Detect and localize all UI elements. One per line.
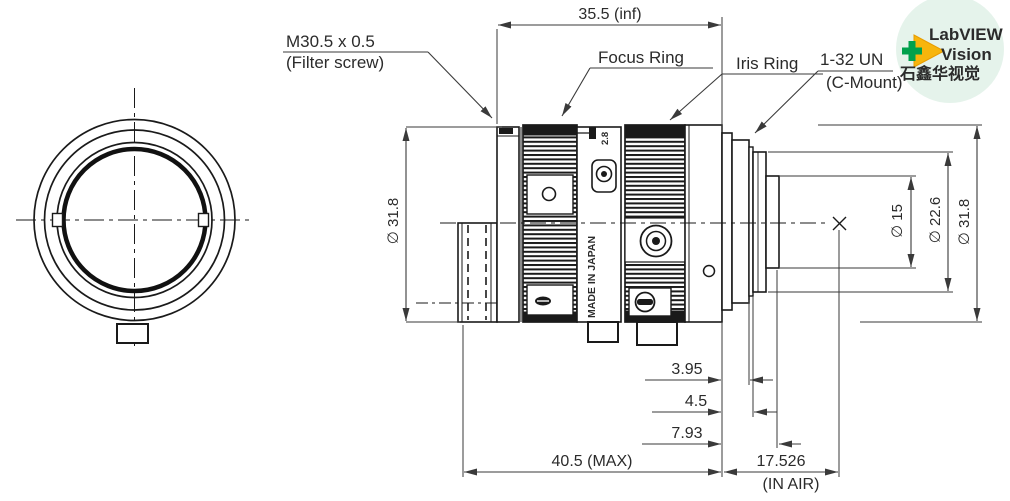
filter-screw-ring [496, 126, 522, 323]
label-filter-screw-spec: M30.5 x 0.5 [286, 32, 375, 51]
iris-ring-tab [636, 321, 678, 346]
dim-front-diameter: ∅ 31.8 [385, 198, 402, 244]
label-mount-name: (C-Mount) [826, 73, 903, 92]
rear-element-tube [765, 175, 780, 269]
label-mount-spec: 1-32 UN [820, 50, 883, 69]
image-plane-x-mark [832, 216, 847, 231]
focus-ring-screw [541, 186, 557, 202]
dim-flange-step1: 3.95 [671, 361, 702, 378]
dim-rear-inner-diameter: ∅ 15 [889, 204, 906, 238]
body-markings: 2.8 MADE IN JAPAN [586, 132, 611, 318]
logo-chinese-text: 石鑫华视觉 [899, 64, 980, 83]
front-ring-circle [43, 129, 226, 311]
logo: LabVIEW Vision 石鑫华视觉 [896, 0, 1004, 103]
dim-flange-focal-note: (IN AIR) [763, 476, 820, 493]
dimension-lines [402, 21, 981, 476]
index-barrel-tab [587, 321, 619, 343]
front-outer-circle [33, 118, 236, 322]
logo-circle-background [896, 0, 1004, 103]
front-left-index-tab [51, 212, 64, 228]
label-iris-ring: Iris Ring [736, 54, 798, 73]
barrel-marking-text: MADE IN JAPAN [586, 236, 598, 318]
dim-rear-mid-diameter: ∅ 22.6 [927, 197, 944, 243]
aperture-scale-mark: 2.8 [600, 132, 611, 145]
callout-texts: M30.5 x 0.5 (Filter screw) Focus Ring Ir… [286, 32, 903, 92]
extension-lines [406, 17, 982, 477]
label-focus-ring: Focus Ring [598, 48, 684, 67]
index-mark [589, 127, 596, 139]
front-view [16, 88, 253, 350]
index-barrel [566, 126, 622, 343]
dim-flange-focal: 17.526 [757, 453, 806, 470]
dim-flange-step3: 7.93 [671, 425, 702, 442]
front-bottom-tab [116, 323, 149, 344]
dim-max-length: 40.5 (MAX) [552, 453, 633, 470]
dimension-texts: 35.5 (inf) ∅ 31.8 ∅ 15 ∅ 22.6 ∅ 31.8 3.9… [385, 6, 973, 493]
dim-flange-step2: 4.5 [685, 393, 707, 410]
label-filter-screw-name: (Filter screw) [286, 53, 384, 72]
side-view [416, 124, 847, 346]
plus-icon [902, 41, 922, 61]
callout-leaders [283, 51, 893, 134]
c-mount-thread [752, 151, 767, 293]
logo-vision-text: Vision [941, 45, 992, 64]
front-right-index-tab [197, 212, 210, 228]
dim-rear-outer-diameter: ∅ 31.8 [956, 199, 973, 245]
rear-barrel-screw [702, 264, 716, 278]
iris-ring-body [624, 124, 686, 346]
mount-section [721, 132, 780, 311]
logo-labview-text: LabVIEW [929, 25, 1004, 44]
dim-top-length: 35.5 (inf) [578, 6, 641, 23]
